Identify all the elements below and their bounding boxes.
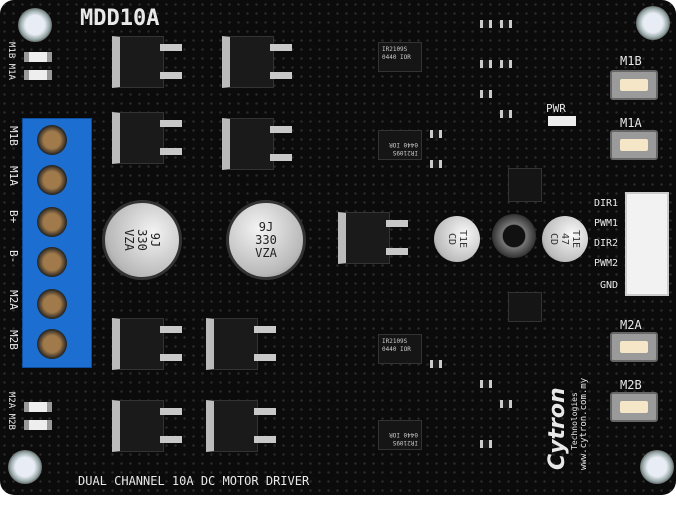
button-m2b-label: M2B xyxy=(620,378,642,392)
terminal-label-bplus: B+ xyxy=(7,210,20,224)
pin-label-pwm1: PWM1 xyxy=(594,218,619,229)
screw-bplus[interactable] xyxy=(37,207,67,237)
button-m1b-label: M1B xyxy=(620,54,642,68)
terminal-label-m2b: M2B xyxy=(7,330,20,350)
gate-driver-ic: IR2109S 0440 IOR xyxy=(378,420,422,450)
gate-driver-ic: IR2109S 0440 IOR xyxy=(378,334,422,364)
mosfet xyxy=(222,36,292,88)
mosfet xyxy=(112,400,182,452)
led-label-bottom: M2A M2B xyxy=(6,392,16,430)
button-m2b[interactable] xyxy=(610,392,658,422)
mounting-hole xyxy=(640,450,674,484)
button-m2a[interactable] xyxy=(610,332,658,362)
mosfet xyxy=(112,112,182,164)
pin-label-dir2: DIR2 xyxy=(594,238,619,249)
pwr-label: PWR xyxy=(546,102,566,115)
brand-name: Cytron xyxy=(545,387,570,470)
pin-label-gnd: GND xyxy=(600,280,619,291)
capacitor: 9J 330 VZA xyxy=(102,200,182,280)
mounting-hole xyxy=(18,8,52,42)
pin-label-pwm2: PWM2 xyxy=(594,258,619,269)
board-title: MDD10A xyxy=(80,6,160,31)
ic xyxy=(508,292,542,322)
small-capacitor: T1E 47 CD xyxy=(542,216,588,262)
signal-header-connector[interactable] xyxy=(625,192,669,296)
led-m1b xyxy=(24,52,52,62)
pwr-led xyxy=(548,116,576,126)
cytron-logo: Cytron Technologies www.cytron.com.my xyxy=(545,350,589,470)
terminal-label-bminus: B- xyxy=(7,250,20,264)
small-capacitor: T1E CD xyxy=(434,216,480,262)
brand-url: www.cytron.com.my xyxy=(579,377,589,470)
gate-driver-ic: IR2109S 0440 IOR xyxy=(378,130,422,160)
ic xyxy=(508,168,542,202)
button-m2a-label: M2A xyxy=(620,318,642,332)
mosfet xyxy=(206,318,276,370)
mounting-hole xyxy=(636,6,670,40)
pin-label-dir1: DIR1 xyxy=(594,198,619,209)
regulator xyxy=(338,212,408,264)
screw-m1b[interactable] xyxy=(37,125,67,155)
capacitor: 9J 330 VZA xyxy=(226,200,306,280)
screw-m1a[interactable] xyxy=(37,165,67,195)
mosfet xyxy=(206,400,276,452)
button-m1a-label: M1A xyxy=(620,116,642,130)
screw-m2a[interactable] xyxy=(37,289,67,319)
led-label-top: M1B M1A xyxy=(6,42,16,80)
terminal-label-m1a: M1A xyxy=(7,166,20,186)
brand-sub: Technologies xyxy=(570,392,579,450)
led-m2b xyxy=(24,420,52,430)
mosfet xyxy=(112,318,182,370)
board-footer: DUAL CHANNEL 10A DC MOTOR DRIVER xyxy=(78,474,310,488)
screw-terminal-block[interactable] xyxy=(22,118,92,368)
mounting-hole xyxy=(8,450,42,484)
inductor xyxy=(492,214,536,258)
gate-driver-ic: IR2109S 0440 IOR xyxy=(378,42,422,72)
screw-m2b[interactable] xyxy=(37,329,67,359)
mosfet xyxy=(222,118,292,170)
mosfet xyxy=(112,36,182,88)
led-m2a xyxy=(24,402,52,412)
terminal-label-m2a: M2A xyxy=(7,290,20,310)
screw-bminus[interactable] xyxy=(37,247,67,277)
led-m1a xyxy=(24,70,52,80)
button-m1b[interactable] xyxy=(610,70,658,100)
button-m1a[interactable] xyxy=(610,130,658,160)
terminal-label-m1b: M1B xyxy=(7,126,20,146)
